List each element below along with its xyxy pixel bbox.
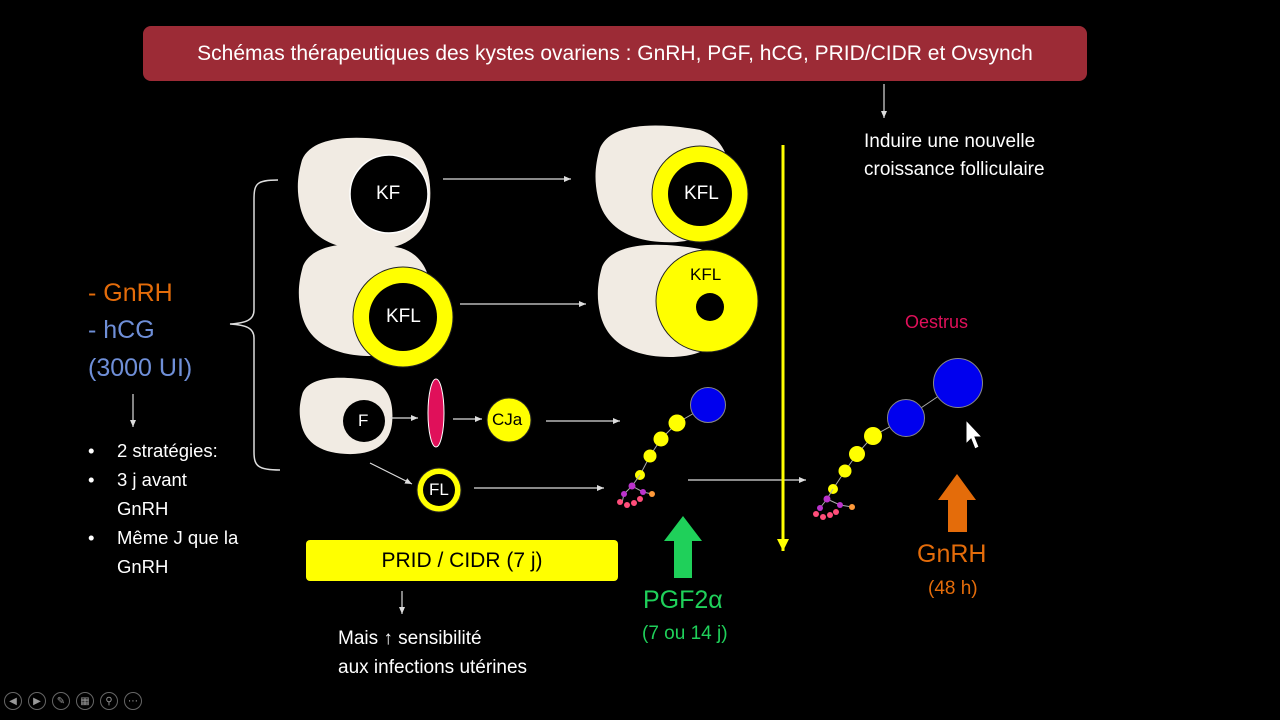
fl-inner [423, 474, 455, 506]
treatment-gnrh: - GnRH [88, 279, 173, 307]
cursor-icon [965, 418, 984, 450]
label-f: F [358, 411, 369, 430]
corpus-hemorrhagicum [427, 378, 445, 448]
oestrus-label: Oestrus [905, 312, 969, 332]
gnrh-arrow-icon [938, 474, 976, 532]
strategies-list: 2 stratégies: 3 j avant GnRH Même J que … [88, 436, 247, 581]
strategy-item: Même J que la GnRH [88, 523, 247, 581]
ovary-kf [297, 137, 431, 250]
prid-cidr-box: PRID / CIDR (7 j) [306, 540, 618, 581]
next-slide-icon[interactable]: ▶ [28, 692, 46, 710]
treatment-dose: (3000 UI) [88, 354, 193, 382]
follicle-wave-1 [617, 387, 726, 508]
slideshow-controls: ◀ ▶ ✎ ▦ ⚲ ⋯ [4, 692, 142, 710]
ovary-kfl [298, 243, 454, 368]
zoom-icon[interactable]: ⚲ [100, 692, 118, 710]
strategy-item: 3 j avant GnRH [88, 465, 217, 523]
treatment-hcg: - hCG [88, 316, 155, 344]
follicle-wave-2 [813, 358, 983, 520]
pgf-label: PGF2α [643, 586, 723, 614]
slides-icon[interactable]: ▦ [76, 692, 94, 710]
prev-slide-icon[interactable]: ◀ [4, 692, 22, 710]
label-fl: FL [429, 480, 449, 499]
label-cja: CJa [492, 410, 523, 429]
gnrh-final-label: GnRH [917, 540, 987, 568]
label-kfl: KFL [386, 306, 421, 327]
pgf-timing: (7 ou 14 j) [642, 623, 728, 644]
arrow-f-to-fl [369, 462, 413, 485]
label-kf: KF [376, 183, 401, 204]
pen-icon[interactable]: ✎ [52, 692, 70, 710]
label-kfl-luteal: KFL [690, 265, 722, 284]
gnrh-final-timing: (48 h) [928, 578, 978, 599]
left-brace [229, 179, 281, 471]
more-icon[interactable]: ⋯ [124, 692, 142, 710]
goal-text: Induire une nouvelle croissance follicul… [864, 131, 1045, 180]
prid-note: Mais ↑ sensibilité aux infections utérin… [338, 628, 528, 678]
cja-circle [486, 397, 532, 443]
strategy-item: 2 stratégies: [88, 436, 247, 465]
ovary-kfl-result [595, 125, 749, 243]
ovary-kfl-luteal [597, 244, 759, 357]
slide-title: Schémas thérapeutiques des kystes ovarie… [143, 26, 1087, 81]
pgf-arrow-icon [664, 516, 702, 578]
label-kfl-result: KFL [684, 183, 719, 204]
ovary-f [299, 377, 393, 455]
